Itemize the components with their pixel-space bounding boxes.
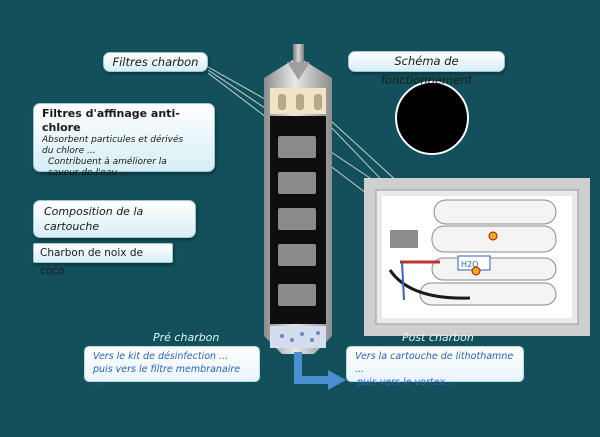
affinage-title: Filtres d'affinage anti-chlore	[42, 107, 180, 134]
dot-marker-icon	[488, 231, 498, 241]
pre-charbon-label: Pré charbon	[153, 331, 220, 344]
charbon-noix-text: Charbon de noix de coco	[40, 247, 143, 277]
vers-cartouche-line2: puis vers le vortex...	[357, 377, 455, 388]
svg-text:H2O: H2O	[461, 260, 478, 269]
bottom-filter-dots	[280, 331, 320, 342]
down-arrow-icon	[287, 44, 310, 80]
affinage-line1: Absorbent particules et dérivés	[42, 135, 184, 145]
filter-cartridge	[264, 58, 332, 354]
vers-kit-line2: puis vers le filtre membranaire ...	[93, 364, 241, 388]
system-photo: H2O	[364, 178, 590, 336]
bottom-filter-layer	[270, 326, 326, 348]
vers-cartouche-box: Vers la cartouche de lithothamne ... pui…	[346, 346, 524, 388]
vers-cartouche-line1: Vers la cartouche de lithothamne ...	[355, 351, 514, 375]
dot-marker-icon	[471, 266, 481, 276]
schema-title-text: Schéma de fonctionnement	[380, 54, 473, 87]
composition-box: Composition de la cartouche	[33, 200, 196, 238]
affinage-line2: du chlore ...	[42, 146, 96, 156]
affinage-box: Filtres d'affinage anti-chlore Absorbent…	[33, 103, 215, 178]
filtres-charbon-text: Filtres charbon	[112, 55, 199, 69]
vers-kit-box: Vers le kit de désinfection ... puis ver…	[84, 346, 260, 388]
post-charbon-label: Post charbon	[402, 331, 474, 344]
charcoal-chunks	[278, 136, 316, 306]
affinage-line3: Contribuent à améliorer la	[48, 157, 167, 167]
filtres-charbon-label: Filtres charbon	[103, 52, 208, 72]
right-arrow-icon	[294, 352, 346, 390]
composition-line1: Composition de la	[44, 205, 144, 218]
schema-circle	[395, 81, 469, 155]
composition-line2: cartouche	[44, 220, 100, 233]
schema-title: Schéma de fonctionnement	[348, 51, 505, 87]
charbon-noix-label: Charbon de noix de coco	[33, 243, 173, 277]
top-filter-beads	[278, 94, 322, 110]
affinage-line4: saveur de l'eau ...	[48, 168, 129, 178]
vers-kit-line1: Vers le kit de désinfection ...	[93, 351, 229, 362]
